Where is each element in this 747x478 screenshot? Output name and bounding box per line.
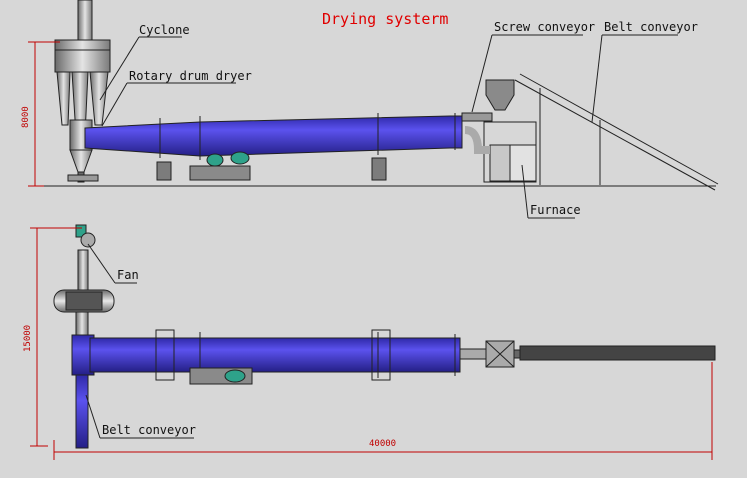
cyclone-plan [53,289,115,343]
furnace-side [464,121,537,183]
fan [75,224,96,293]
diagram-title: Drying systerm [322,10,448,28]
cyclone [54,0,111,183]
dimension-side-height: 8000 [21,41,60,187]
label-belt-conveyor-top: Belt conveyor [604,20,698,34]
screw-conveyor-side [461,79,515,122]
dimension-plan-length: 40000 [53,362,713,460]
belt-conveyor-side [514,73,719,191]
rotary-drum-side [84,113,463,181]
label-furnace: Furnace [530,203,581,217]
dim-plan-length-label: 40000 [369,439,396,449]
label-cyclone: Cyclone [139,23,190,37]
label-fan: Fan [117,268,139,282]
screw-conveyor-plan [459,340,716,368]
label-belt-conveyor-bottom: Belt conveyor [102,423,196,437]
dim-plan-width-label: 15000 [23,325,33,352]
rotary-drum-plan [71,329,461,385]
label-screw-conveyor: Screw conveyor [494,20,595,34]
label-rotary-drum-dryer: Rotary drum dryer [129,69,252,83]
belt-conveyor-plan [75,374,89,449]
dimension-plan-width: 15000 [23,227,82,447]
dim-side-height-label: 8000 [21,106,31,128]
